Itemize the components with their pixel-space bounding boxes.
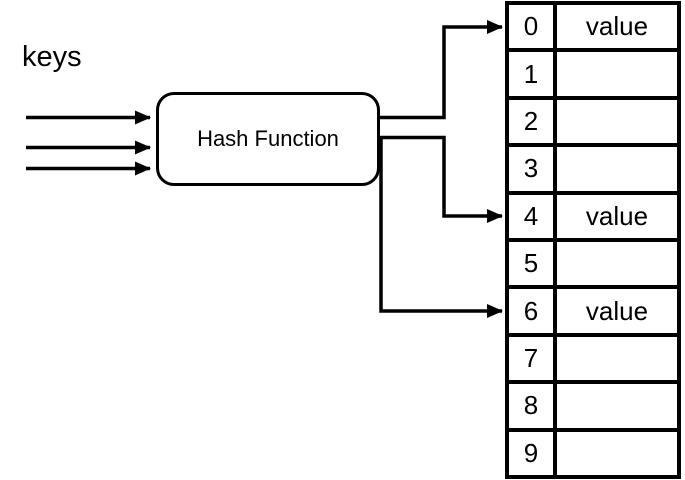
bucket-value-cell bbox=[557, 242, 677, 286]
bucket-value-cell bbox=[557, 147, 677, 191]
bucket-index-cell: 9 bbox=[509, 431, 553, 475]
bucket-index-cell: 2 bbox=[509, 99, 553, 144]
bucket-index-cell: 5 bbox=[509, 242, 553, 286]
hash-bucket-table: 0 value 1 2 3 4 value 5 6 value 7 8 9 bbox=[505, 1, 681, 479]
bucket-value-cell: value bbox=[557, 289, 677, 333]
bucket-value-cell: value bbox=[557, 5, 677, 49]
bucket-index-cell: 1 bbox=[509, 52, 553, 96]
bucket-value-cell bbox=[557, 52, 677, 96]
connector-arrow-row-0-icon bbox=[379, 20, 503, 120]
bucket-index-cell: 3 bbox=[509, 147, 553, 191]
bucket-value-cell bbox=[557, 384, 677, 428]
bucket-index-cell: 8 bbox=[509, 384, 553, 428]
bucket-index-cell: 4 bbox=[509, 194, 553, 238]
hash-function-box: Hash Function bbox=[156, 92, 380, 186]
bucket-value-cell: value bbox=[557, 194, 677, 238]
bucket-value-cell bbox=[557, 336, 677, 381]
bucket-value-cell bbox=[557, 99, 677, 144]
bucket-index-cell: 6 bbox=[509, 289, 553, 333]
bucket-index-cell: 0 bbox=[509, 5, 553, 49]
bucket-index-cell: 7 bbox=[509, 336, 553, 381]
keys-label: keys bbox=[22, 41, 82, 73]
bucket-value-cell bbox=[557, 431, 677, 475]
hash-function-label: Hash Function bbox=[197, 126, 339, 151]
connector-arrow-row-6-icon bbox=[379, 137, 503, 318]
connector-arrow-row-4-icon bbox=[379, 135, 503, 223]
